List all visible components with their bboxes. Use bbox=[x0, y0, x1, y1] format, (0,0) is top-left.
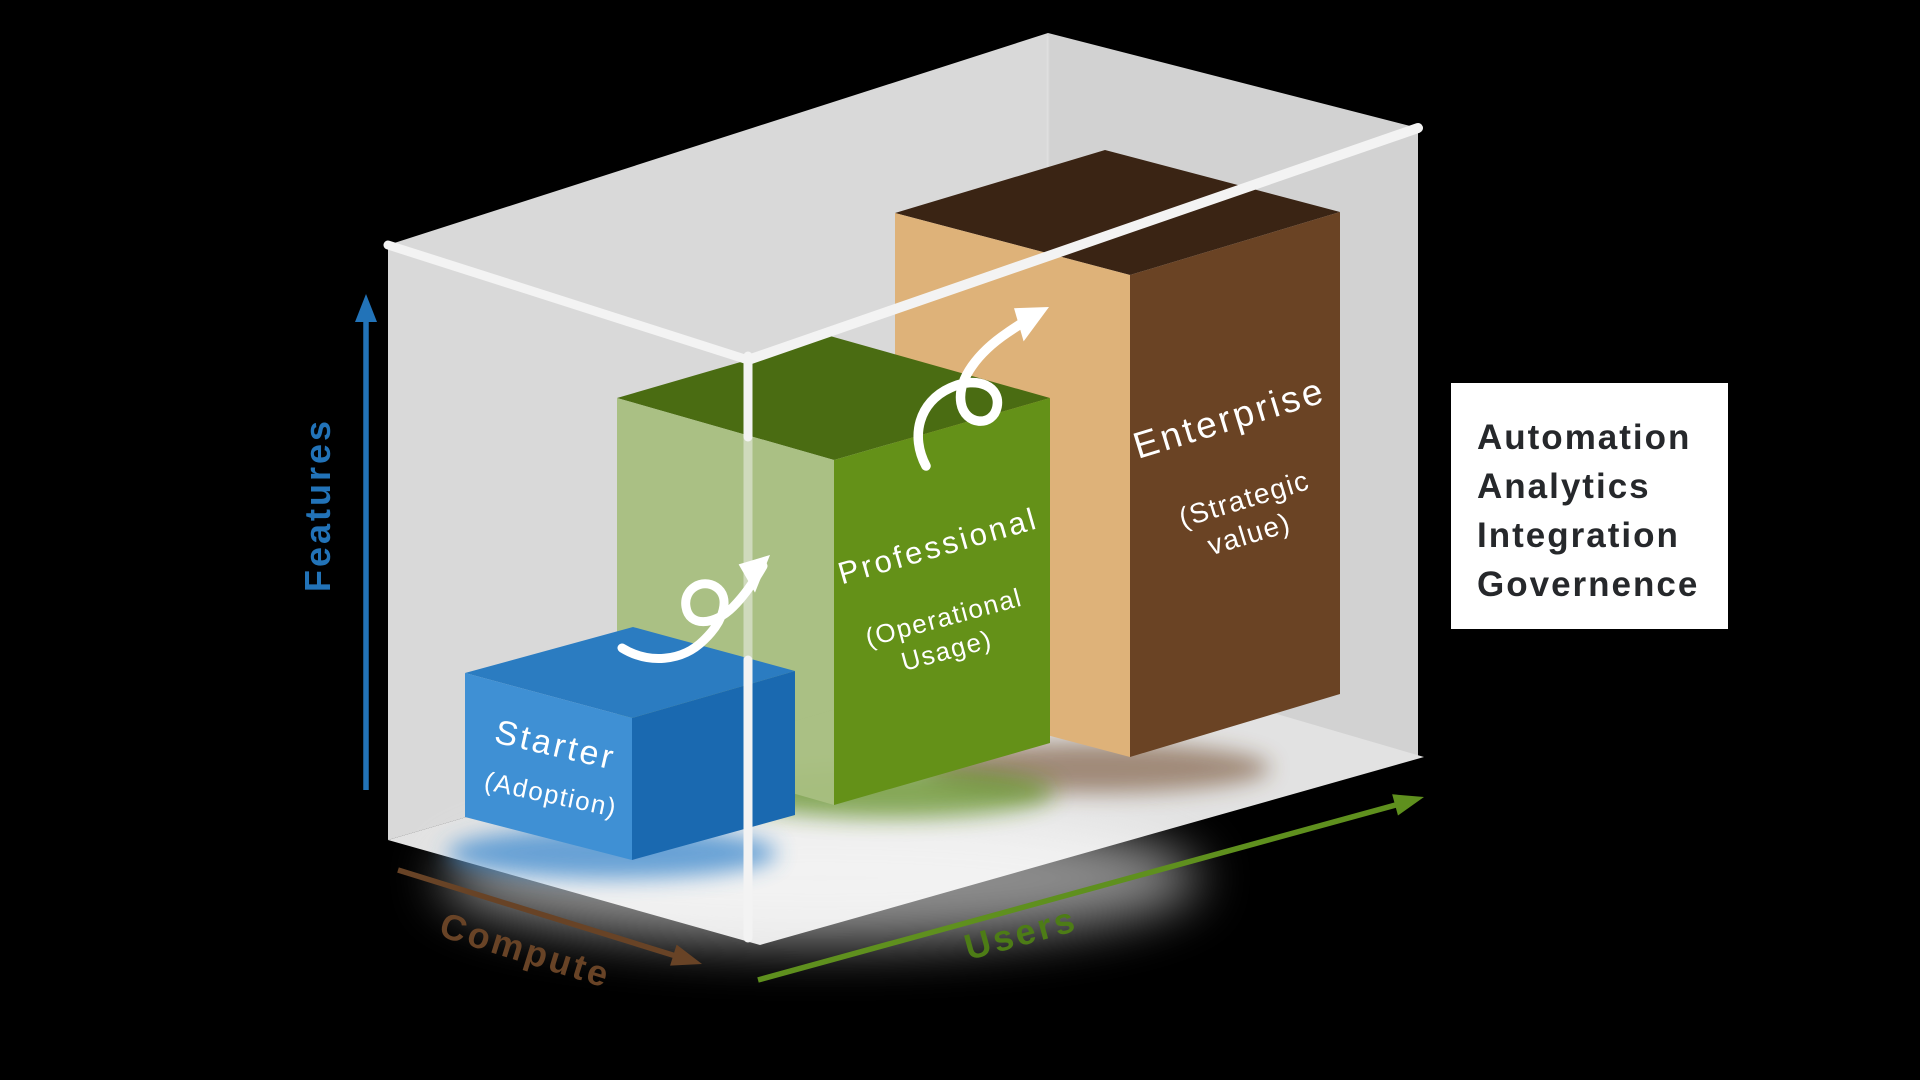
legend-item-governence: Governence bbox=[1477, 565, 1699, 604]
container-top-right-edge bbox=[743, 123, 1423, 365]
axis-features: Features bbox=[297, 294, 377, 790]
arrowhead-icon bbox=[1014, 307, 1049, 342]
starter-top-face bbox=[465, 627, 795, 718]
arrowhead-icon bbox=[738, 555, 770, 593]
starter-to-professional-arrow bbox=[617, 555, 770, 663]
legend-background bbox=[1451, 383, 1728, 629]
starter-front-face bbox=[465, 673, 632, 860]
users-arrowhead-icon bbox=[1392, 794, 1424, 816]
growth-arrows bbox=[617, 307, 1049, 663]
professional-top-face bbox=[617, 336, 1050, 460]
starter-side-face bbox=[632, 671, 795, 860]
legend-item-automation: Automation bbox=[1477, 418, 1691, 457]
professional-to-enterprise-arrow bbox=[913, 307, 1049, 471]
compute-axis-line bbox=[397, 867, 693, 964]
features-axis-label: Features bbox=[297, 418, 338, 592]
enterprise-side-face bbox=[1130, 212, 1340, 757]
container-top-left-edge bbox=[383, 240, 753, 365]
container-front-edges bbox=[383, 123, 1423, 943]
legend-panel: Automation Analytics Integration Governe… bbox=[1451, 383, 1728, 629]
tier-starter: Starter (Adoption) bbox=[465, 627, 795, 860]
enterprise-top-face bbox=[895, 150, 1340, 275]
swirl-path-1 bbox=[617, 561, 768, 663]
legend-item-integration: Integration bbox=[1477, 516, 1680, 555]
legend-item-analytics: Analytics bbox=[1477, 467, 1651, 506]
swirl-path-2 bbox=[913, 309, 1041, 471]
professional-side-face bbox=[834, 398, 1050, 805]
features-arrowhead-icon bbox=[355, 294, 377, 322]
compute-arrowhead-icon bbox=[670, 944, 702, 966]
users-axis-line bbox=[757, 797, 1415, 983]
